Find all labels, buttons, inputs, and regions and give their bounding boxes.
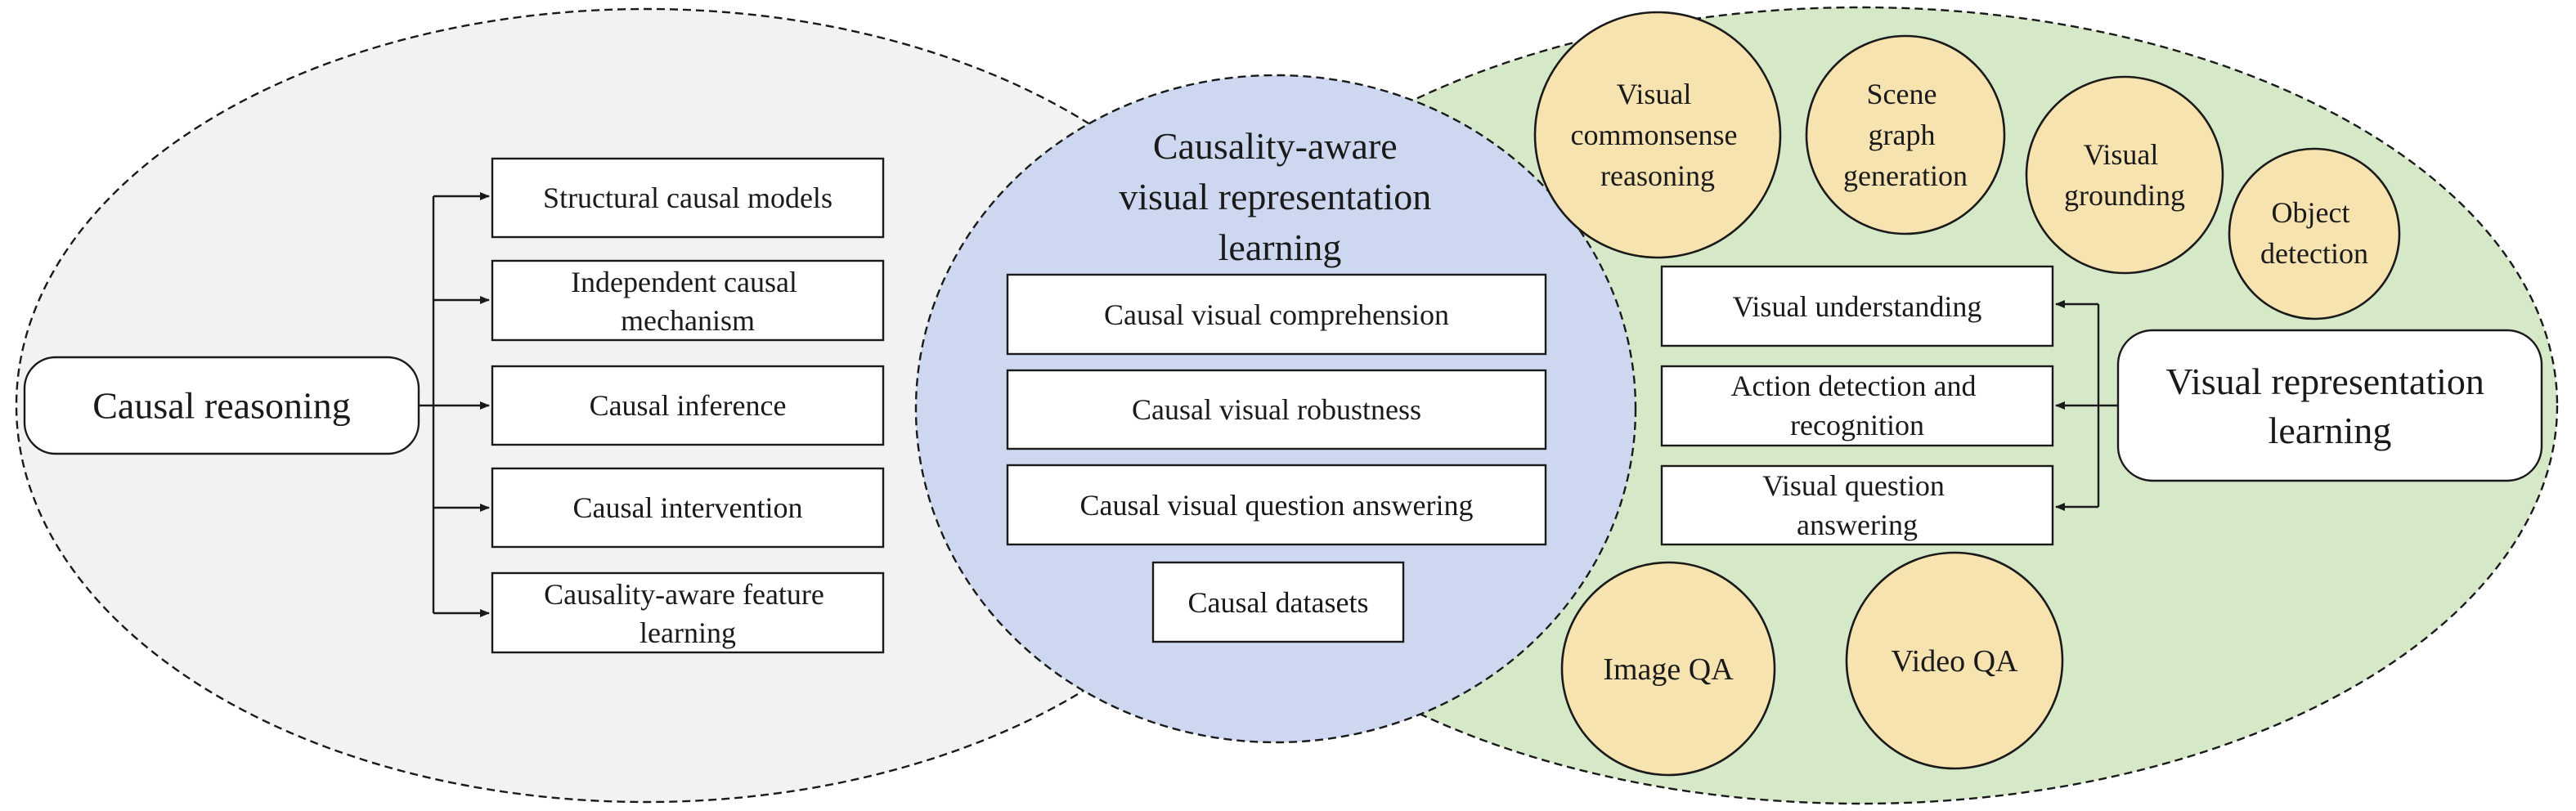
svg-text:Causal intervention: Causal intervention — [573, 491, 803, 524]
causal-inference-box: Causal inference — [491, 365, 885, 446]
causal-visual-robustness-box: Causal visual robustness — [1006, 369, 1547, 450]
left-tree-connectors — [419, 192, 490, 617]
circle-line: Image QA — [1603, 652, 1734, 687]
svg-text:Visual grounding: Visual grounding — [2064, 138, 2185, 212]
center-title-line: Causality-aware — [1153, 125, 1398, 167]
causality-aware-feature-learning-box: Causality-aware feature learning — [491, 571, 885, 654]
image-qa-circle: Image QA — [1560, 561, 1776, 777]
causal-reasoning-label: Causal reasoning — [92, 385, 351, 427]
circle-line: Scene — [1867, 78, 1937, 110]
visual-representation-learning-node: Visual representation learning — [2116, 329, 2543, 482]
box-line: answering — [1797, 509, 1918, 541]
causal-visual-comprehension-box: Causal visual comprehension — [1006, 273, 1547, 356]
visual-grounding-circle: Visual grounding — [2025, 75, 2224, 275]
svg-text:Object detection: Object detection — [2260, 196, 2368, 270]
independent-causal-mechanism-box: Independent causal mechanism — [491, 259, 885, 342]
box-line: Visual question — [1762, 469, 1945, 502]
svg-text:Visual question answer: Visual question answering — [1762, 469, 1952, 541]
box-label: Causal visual comprehension — [1104, 298, 1449, 331]
svg-text:Causal inference: Causal inference — [590, 389, 787, 422]
box-line: Visual understanding — [1733, 290, 1982, 323]
scene-graph-generation-circle: Scene graph generation — [1805, 34, 2006, 235]
right-child-boxes: Visual understanding Action detection an… — [1660, 265, 2054, 546]
causal-visual-question-answering-box: Causal visual question answering — [1006, 464, 1547, 546]
box-line: Causality-aware feature — [544, 578, 824, 611]
object-detection-circle: Object detection — [2228, 147, 2401, 320]
svg-text:Scene graph ge: Scene graph generation — [1843, 78, 1968, 192]
svg-text:Visual representation le: Visual representation learning — [2166, 361, 2494, 451]
circle-line: detection — [2260, 237, 2368, 270]
action-detection-box: Action detection and recognition — [1660, 365, 2054, 447]
topic-circles: Visual commonsense reasoning Scene graph… — [1533, 11, 2401, 777]
box-line: mechanism — [621, 304, 755, 337]
circle-line: Object — [2272, 196, 2350, 229]
box-line: Causal inference — [590, 389, 787, 422]
svg-text:Structural causal models: Structural causal models — [543, 181, 832, 214]
box-line: recognition — [1790, 409, 1924, 441]
svg-text:Video QA: Video QA — [1892, 644, 2019, 679]
causal-datasets-box: Causal datasets — [1151, 561, 1405, 643]
structural-causal-models-box: Structural causal models — [491, 157, 885, 239]
visual-understanding-box: Visual understanding — [1660, 265, 2054, 347]
box-line: learning — [640, 616, 736, 649]
circle-line: Video QA — [1892, 644, 2019, 679]
circle-line: generation — [1843, 159, 1968, 192]
box-label: Causal visual question answering — [1080, 489, 1474, 522]
svg-text:Visual commonsense: Visual commonsense reasoning — [1571, 78, 1745, 192]
svg-text:Causality-aware feature: Causality-aware feature learning — [544, 578, 832, 649]
causal-intervention-box: Causal intervention — [491, 467, 885, 549]
visual-commonsense-reasoning-circle: Visual commonsense reasoning — [1533, 11, 1782, 259]
center-boxes: Causal visual comprehension Causal visua… — [1006, 273, 1547, 643]
center-title-line: learning — [1218, 226, 1342, 268]
video-qa-circle: Video QA — [1845, 551, 2064, 770]
right-tree-connectors — [2055, 300, 2118, 511]
svg-text:Action detection and r: Action detection and recognition — [1731, 370, 1984, 441]
circle-line: commonsense — [1571, 119, 1738, 151]
svg-text:Image QA: Image QA — [1603, 652, 1734, 687]
visual-question-answering-box: Visual question answering — [1660, 464, 2054, 546]
circle-line: Visual — [1617, 78, 1692, 110]
box-line: Action detection and — [1731, 370, 1977, 402]
svg-text:Visual understanding: Visual understanding — [1733, 290, 1982, 323]
box-line: Independent causal — [571, 266, 797, 298]
svg-text:Independent causal mec: Independent causal mechanism — [571, 266, 805, 337]
root-label-line: learning — [2269, 410, 2392, 451]
left-child-boxes: Structural causal models Independent cau… — [491, 157, 885, 654]
box-line: Structural causal models — [543, 181, 832, 214]
circle-line: grounding — [2064, 179, 2185, 212]
causal-reasoning-node: Causal reasoning — [23, 356, 420, 455]
box-line: Causal intervention — [573, 491, 803, 524]
circle-line: graph — [1869, 119, 1936, 151]
root-label-line: Visual representation — [2166, 361, 2484, 402]
center-title: Causality-aware visual representation le… — [1119, 125, 1440, 268]
box-label: Causal visual robustness — [1132, 393, 1421, 426]
box-label: Causal datasets — [1188, 586, 1369, 619]
center-title-line: visual representation — [1119, 176, 1431, 217]
circle-line: Visual — [2084, 138, 2159, 171]
circle-line: reasoning — [1600, 159, 1715, 192]
